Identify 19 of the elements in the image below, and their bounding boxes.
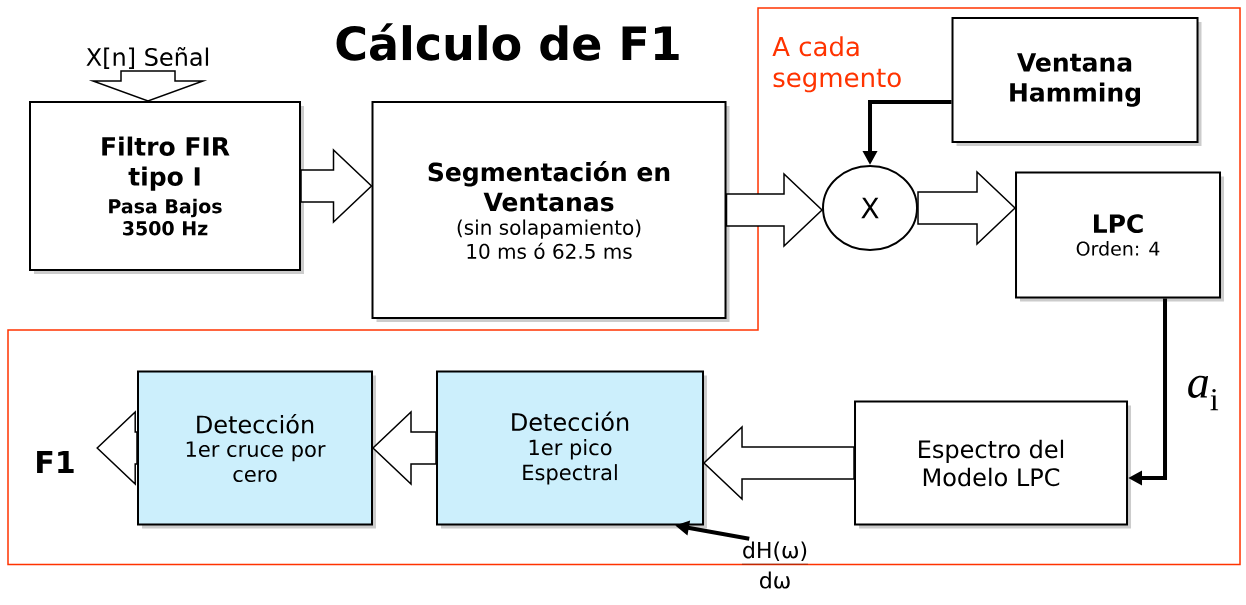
- block-arrow: [371, 410, 437, 486]
- process-box: Detección 1er cruce por cero: [137, 370, 376, 529]
- block-arrow: [300, 148, 373, 224]
- process-box: Segmentación en Ventanas (sin solapamiento) 10 ms ó 62.5 ms: [371, 101, 730, 322]
- process-box: Detección 1er pico Espectral: [436, 370, 707, 529]
- block-arrow: [96, 410, 138, 486]
- block-arrow: [88, 70, 208, 102]
- block-arrow: [917, 170, 1017, 246]
- process-box: LPC Orden: 4: [1015, 171, 1224, 302]
- edge-label: a$_{i}$: [1185, 374, 1221, 412]
- title: Cálculo de F1: [336, 23, 679, 61]
- signal-label: X[n] Señal: [86, 47, 209, 69]
- block-arrow: [725, 172, 824, 248]
- block-arrow: [702, 425, 855, 501]
- process-box: Espectro del Modelo LPC: [854, 400, 1131, 529]
- process-box: Filtro FIR tipo I Pasa Bajos 3500 Hz: [29, 101, 304, 274]
- output-label: F1: [37, 451, 74, 473]
- formula-label: dH(ω) dω: [741, 541, 809, 589]
- process-box: Ventana Hamming: [951, 17, 1202, 146]
